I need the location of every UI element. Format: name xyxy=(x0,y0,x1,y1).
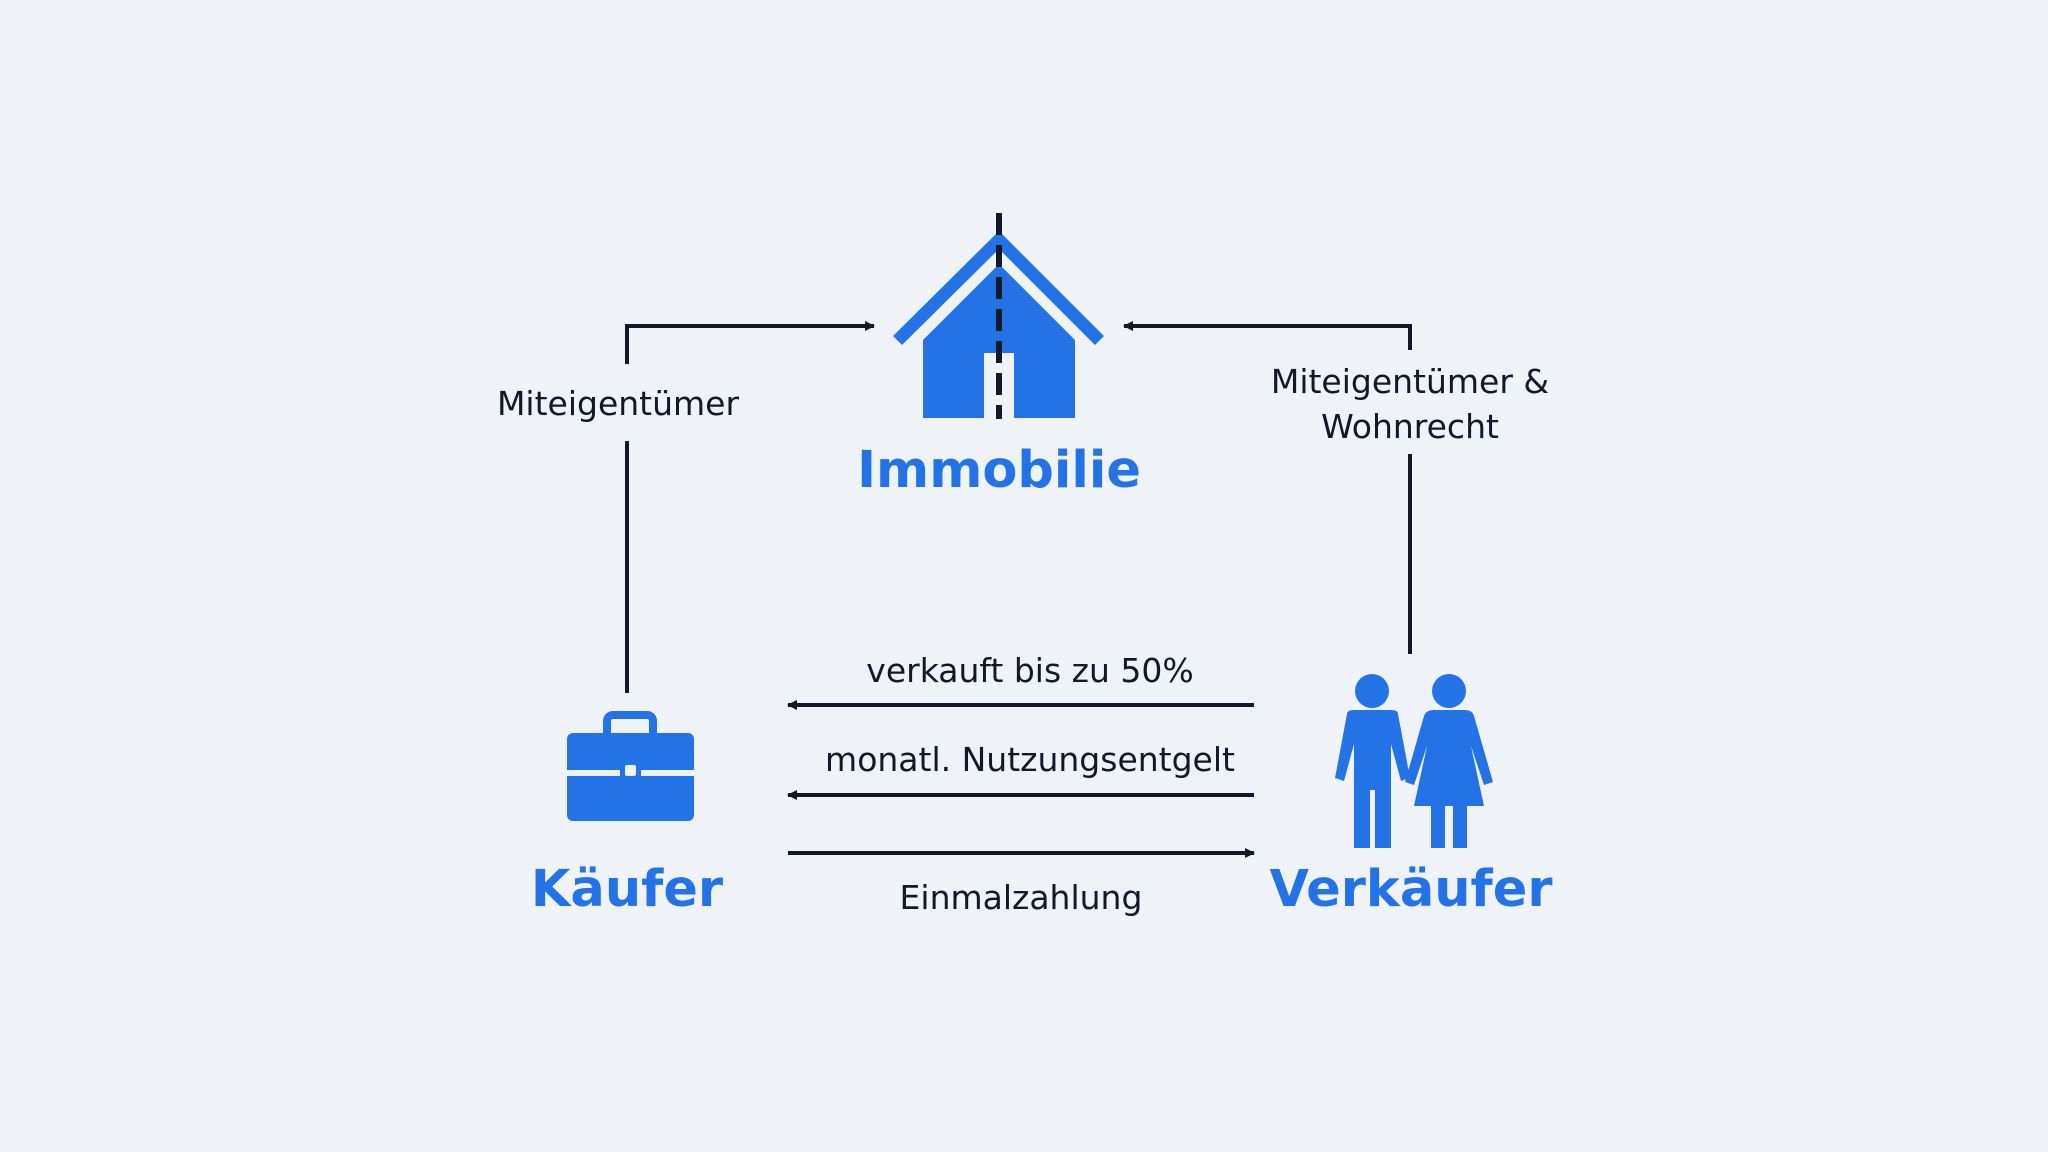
node-title-property: Immobilie xyxy=(857,441,1141,500)
edge-seller-to-property-upper xyxy=(1123,321,1412,350)
node-title-buyer: Käufer xyxy=(531,860,723,919)
edge-buyer-to-property-upper xyxy=(625,321,875,364)
edge-label-one-time-payment: Einmalzahlung xyxy=(900,878,1143,917)
edge-label-monthly-fee: monatl. Nutzungsentgelt xyxy=(825,740,1235,779)
couple-icon xyxy=(1335,674,1493,848)
edge-label-seller-to-property-line-2: Wohnrecht xyxy=(1321,407,1499,446)
node-title-seller: Verkäufer xyxy=(1270,860,1553,919)
briefcase-icon xyxy=(567,711,694,821)
edge-label-sale: verkauft bis zu 50% xyxy=(866,651,1193,690)
edge-label-buyer-to-property: Miteigentümer xyxy=(497,384,740,423)
edge-label-seller-to-property-line-1: Miteigentümer & xyxy=(1271,362,1549,401)
